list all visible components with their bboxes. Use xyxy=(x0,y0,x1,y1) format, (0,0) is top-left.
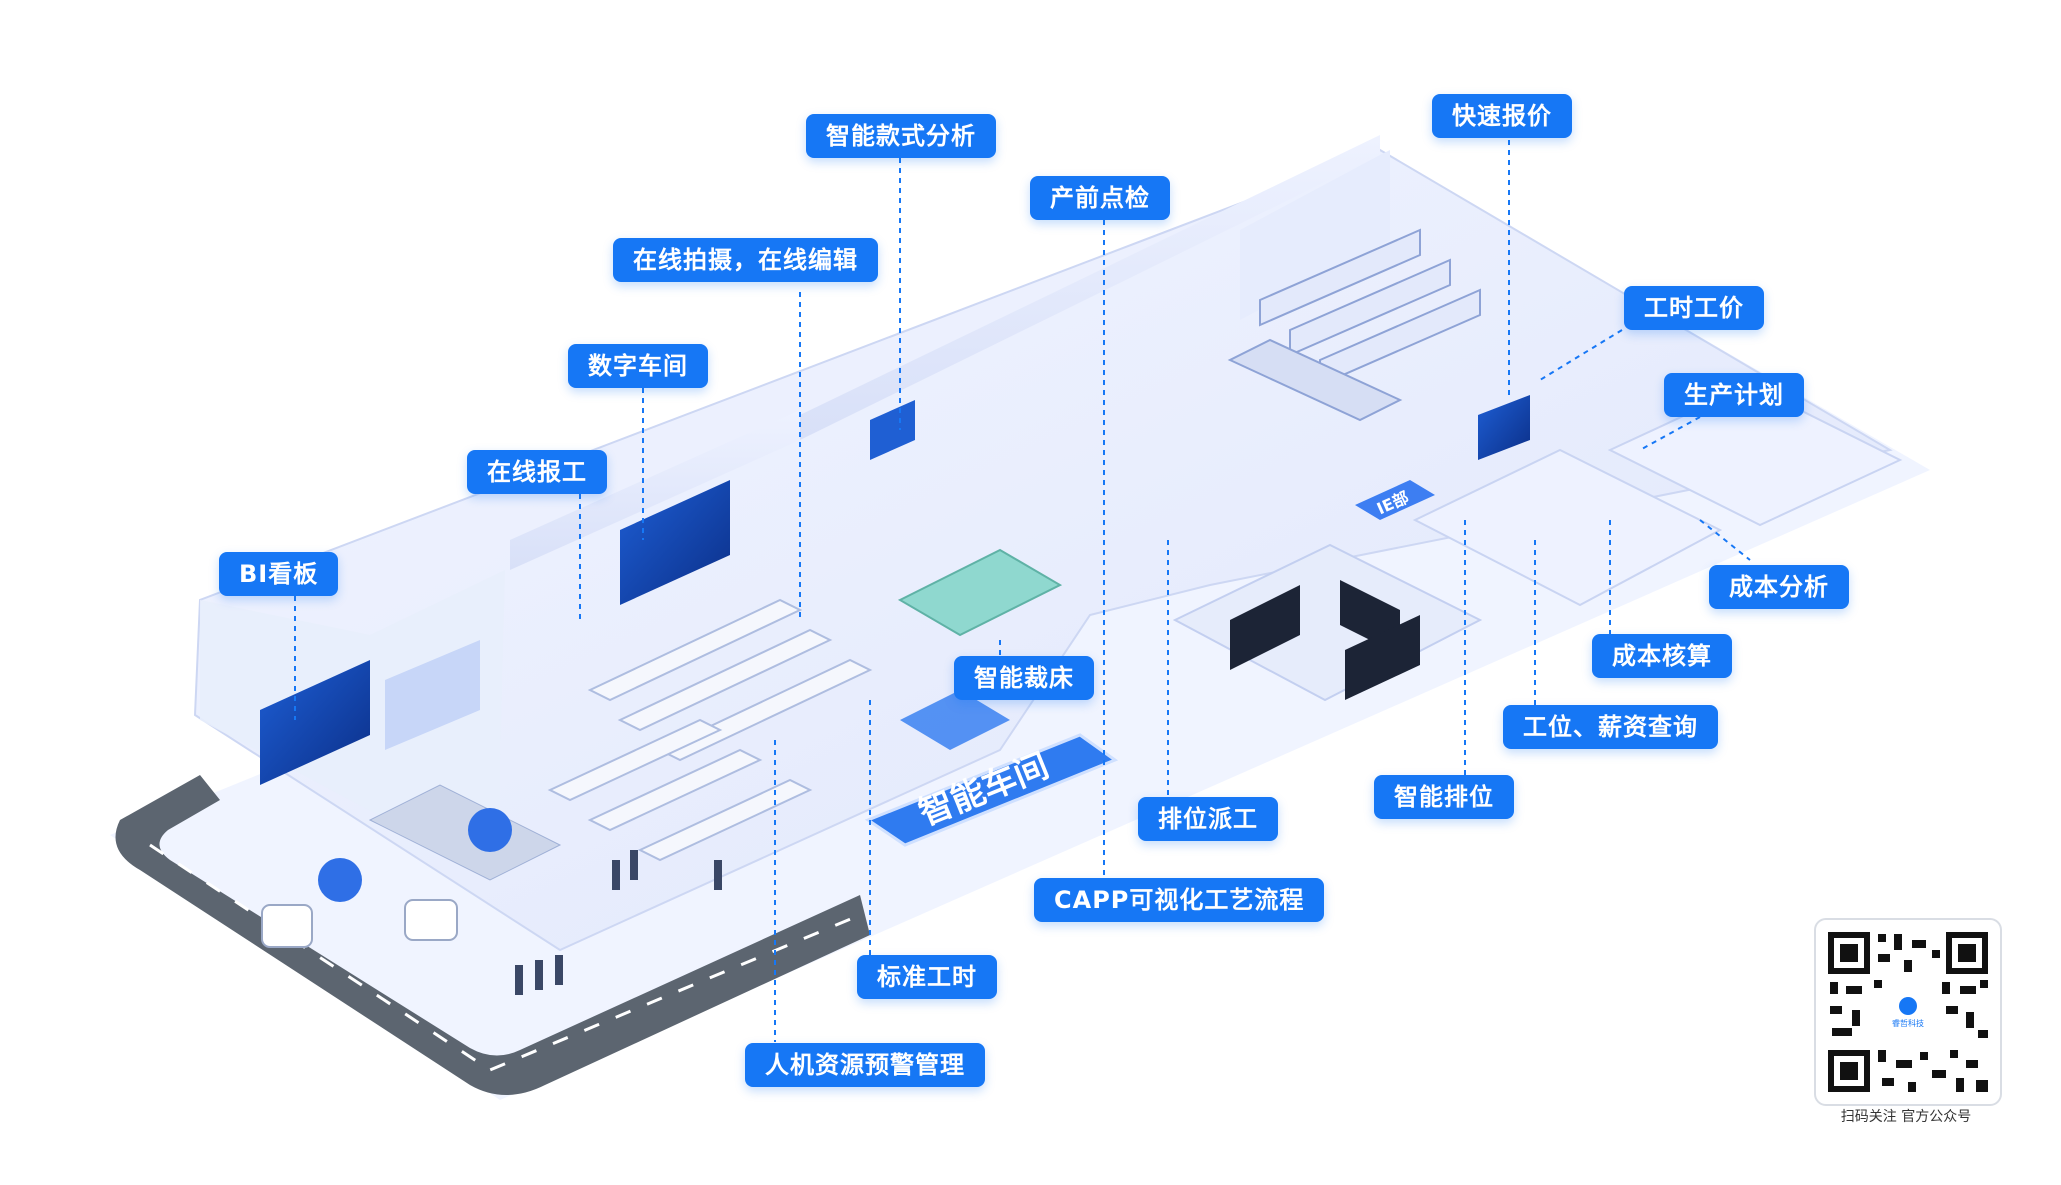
label-smart-scheduling: 智能排位 xyxy=(1374,775,1514,819)
conveyor xyxy=(368,784,562,881)
back-wall-middle xyxy=(800,135,1380,440)
workers xyxy=(515,850,722,995)
qr-code[interactable]: 睿哲科技 xyxy=(1814,918,2002,1106)
office-area xyxy=(1412,448,1723,607)
label-pre-production-check: 产前点检 xyxy=(1030,176,1170,220)
smart-cutting-pedestal xyxy=(900,690,1010,750)
qr-caption: 扫码关注 官方公众号 xyxy=(1840,1109,1972,1125)
leader-lines xyxy=(294,130,1751,1042)
ie-sign-plate xyxy=(1355,480,1435,520)
label-production-plan: 生产计划 xyxy=(1664,373,1804,417)
label-smart-cutting: 智能裁床 xyxy=(954,656,1094,700)
kiosk-screen xyxy=(1478,395,1530,460)
label-cost-accounting: 成本核算 xyxy=(1592,634,1732,678)
bi-screen xyxy=(260,660,370,785)
bi-screen-2 xyxy=(385,640,480,750)
back-wall-left xyxy=(510,410,800,570)
road xyxy=(115,775,870,1095)
qr-logo-text: 睿哲科技 xyxy=(1892,1018,1924,1028)
label-online-shoot-edit: 在线拍摄，在线编辑 xyxy=(613,238,878,282)
label-bi-board: BI看板 xyxy=(219,552,339,596)
robot-arm-base xyxy=(318,858,362,902)
label-digital-workshop: 数字车间 xyxy=(568,344,708,388)
agv-vehicle xyxy=(261,904,313,948)
server-racks xyxy=(1230,580,1420,700)
label-station-salary-query: 工位、薪资查询 xyxy=(1503,705,1718,749)
agv-vehicle-2 xyxy=(404,899,458,941)
label-work-time-price: 工时工价 xyxy=(1624,286,1764,330)
digital-screen xyxy=(620,480,730,605)
back-wall-right xyxy=(1240,150,1390,320)
floor-sign-plate xyxy=(864,733,1119,847)
sewing-workstations xyxy=(547,598,873,862)
label-quick-quote: 快速报价 xyxy=(1432,94,1572,138)
label-cost-analysis: 成本分析 xyxy=(1709,565,1849,609)
label-standard-time: 标准工时 xyxy=(857,955,997,999)
label-hr-warning: 人机资源预警管理 xyxy=(745,1043,985,1087)
warehouse-racks xyxy=(1259,228,1481,387)
label-capp-flow: CAPP可视化工艺流程 xyxy=(1034,878,1325,922)
smart-cutting-table xyxy=(897,548,1063,637)
analysis-screen xyxy=(870,400,915,460)
conveyor-machine xyxy=(1227,338,1403,422)
server-room-floor xyxy=(1172,543,1483,702)
label-smart-style-analysis: 智能款式分析 xyxy=(806,114,996,158)
label-online-report: 在线报工 xyxy=(467,450,607,494)
label-dispatch: 排位派工 xyxy=(1138,797,1278,841)
robot-arm-base-2 xyxy=(468,808,512,852)
qr-code-pattern: 睿哲科技 xyxy=(1828,932,1988,1092)
